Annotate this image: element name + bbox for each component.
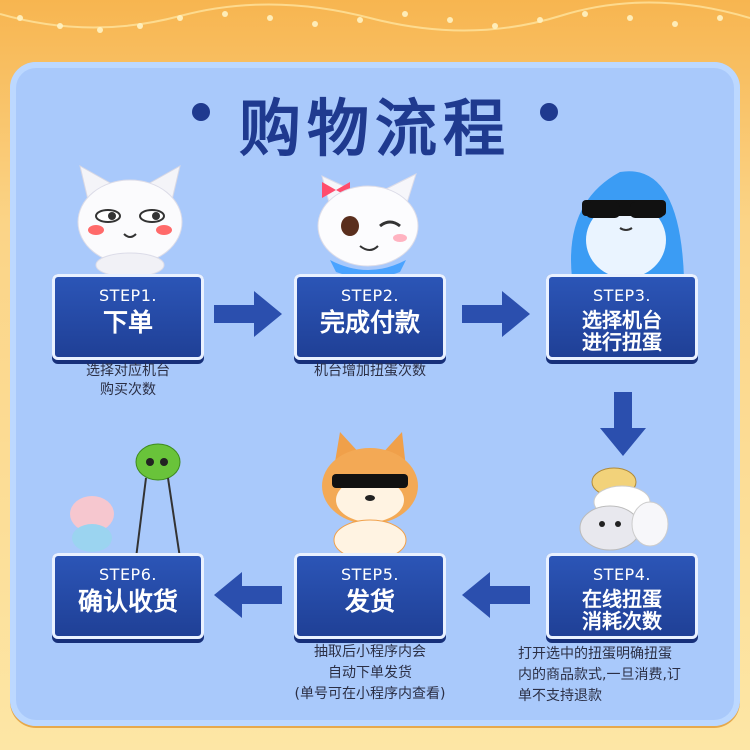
desc-line: 抽取后小程序内会: [280, 642, 460, 663]
desc-line: 内的商品款式,一旦消费,订: [518, 665, 726, 686]
step-name-line-2: 进行扭蛋: [546, 331, 698, 353]
step-name-line-1: 选择机台: [546, 309, 698, 331]
arrow-left-icon: [214, 572, 282, 618]
step-2-card: STEP2. 完成付款: [294, 274, 446, 360]
arrow-down-icon: [600, 392, 646, 456]
desc-line: (单号可在小程序内查看): [280, 684, 460, 705]
step-number: STEP6.: [52, 565, 204, 584]
desc-line: 自动下单发货: [280, 663, 460, 684]
page-title: 购物流程: [0, 78, 750, 168]
desc-line: 机台增加扭蛋次数: [284, 362, 456, 381]
step-name: 下单: [52, 309, 204, 337]
step-3-card: STEP3. 选择机台 进行扭蛋: [546, 274, 698, 360]
step-name-line-1: 在线扭蛋: [546, 588, 698, 610]
step-name: 完成付款: [294, 309, 446, 337]
title-dot-right: [540, 103, 558, 121]
step-2-description: 机台增加扭蛋次数: [284, 362, 456, 381]
step-4-card: STEP4. 在线扭蛋 消耗次数: [546, 553, 698, 639]
step-name-line-2: 消耗次数: [546, 610, 698, 632]
arrow-right-icon: [214, 291, 282, 337]
cat-mascot-smug-icon: [70, 160, 190, 275]
step-number: STEP3.: [546, 286, 698, 305]
step-5-description: 抽取后小程序内会 自动下单发货 (单号可在小程序内查看): [280, 642, 460, 705]
cat-mascot-wink-icon: [308, 168, 428, 278]
step-name: 发货: [294, 588, 446, 616]
plush-and-bird-mascots-icon: [64, 440, 194, 560]
step-name: 确认收货: [52, 588, 204, 616]
shiba-dog-sunglasses-icon: [310, 428, 430, 558]
desc-line: 打开选中的扭蛋明确扭蛋: [518, 644, 726, 665]
arrow-left-icon: [462, 572, 530, 618]
step-number: STEP4.: [546, 565, 698, 584]
hamster-plush-stack-icon: [574, 462, 674, 557]
arrow-right-icon: [462, 291, 530, 337]
desc-line: 选择对应机台: [52, 362, 204, 381]
step-number: STEP5.: [294, 565, 446, 584]
step-number: STEP2.: [294, 286, 446, 305]
step-4-description: 打开选中的扭蛋明确扭蛋 内的商品款式,一旦消费,订 单不支持退款: [518, 644, 726, 707]
shark-mascot-sunglasses-icon: [560, 162, 690, 278]
step-number: STEP1.: [52, 286, 204, 305]
step-1-description: 选择对应机台 购买次数: [52, 362, 204, 400]
string-lights: [0, 0, 750, 60]
step-5-card: STEP5. 发货: [294, 553, 446, 639]
desc-line: 购买次数: [52, 381, 204, 400]
step-6-card: STEP6. 确认收货: [52, 553, 204, 639]
step-1-card: STEP1. 下单: [52, 274, 204, 360]
desc-line: 单不支持退款: [518, 686, 726, 707]
